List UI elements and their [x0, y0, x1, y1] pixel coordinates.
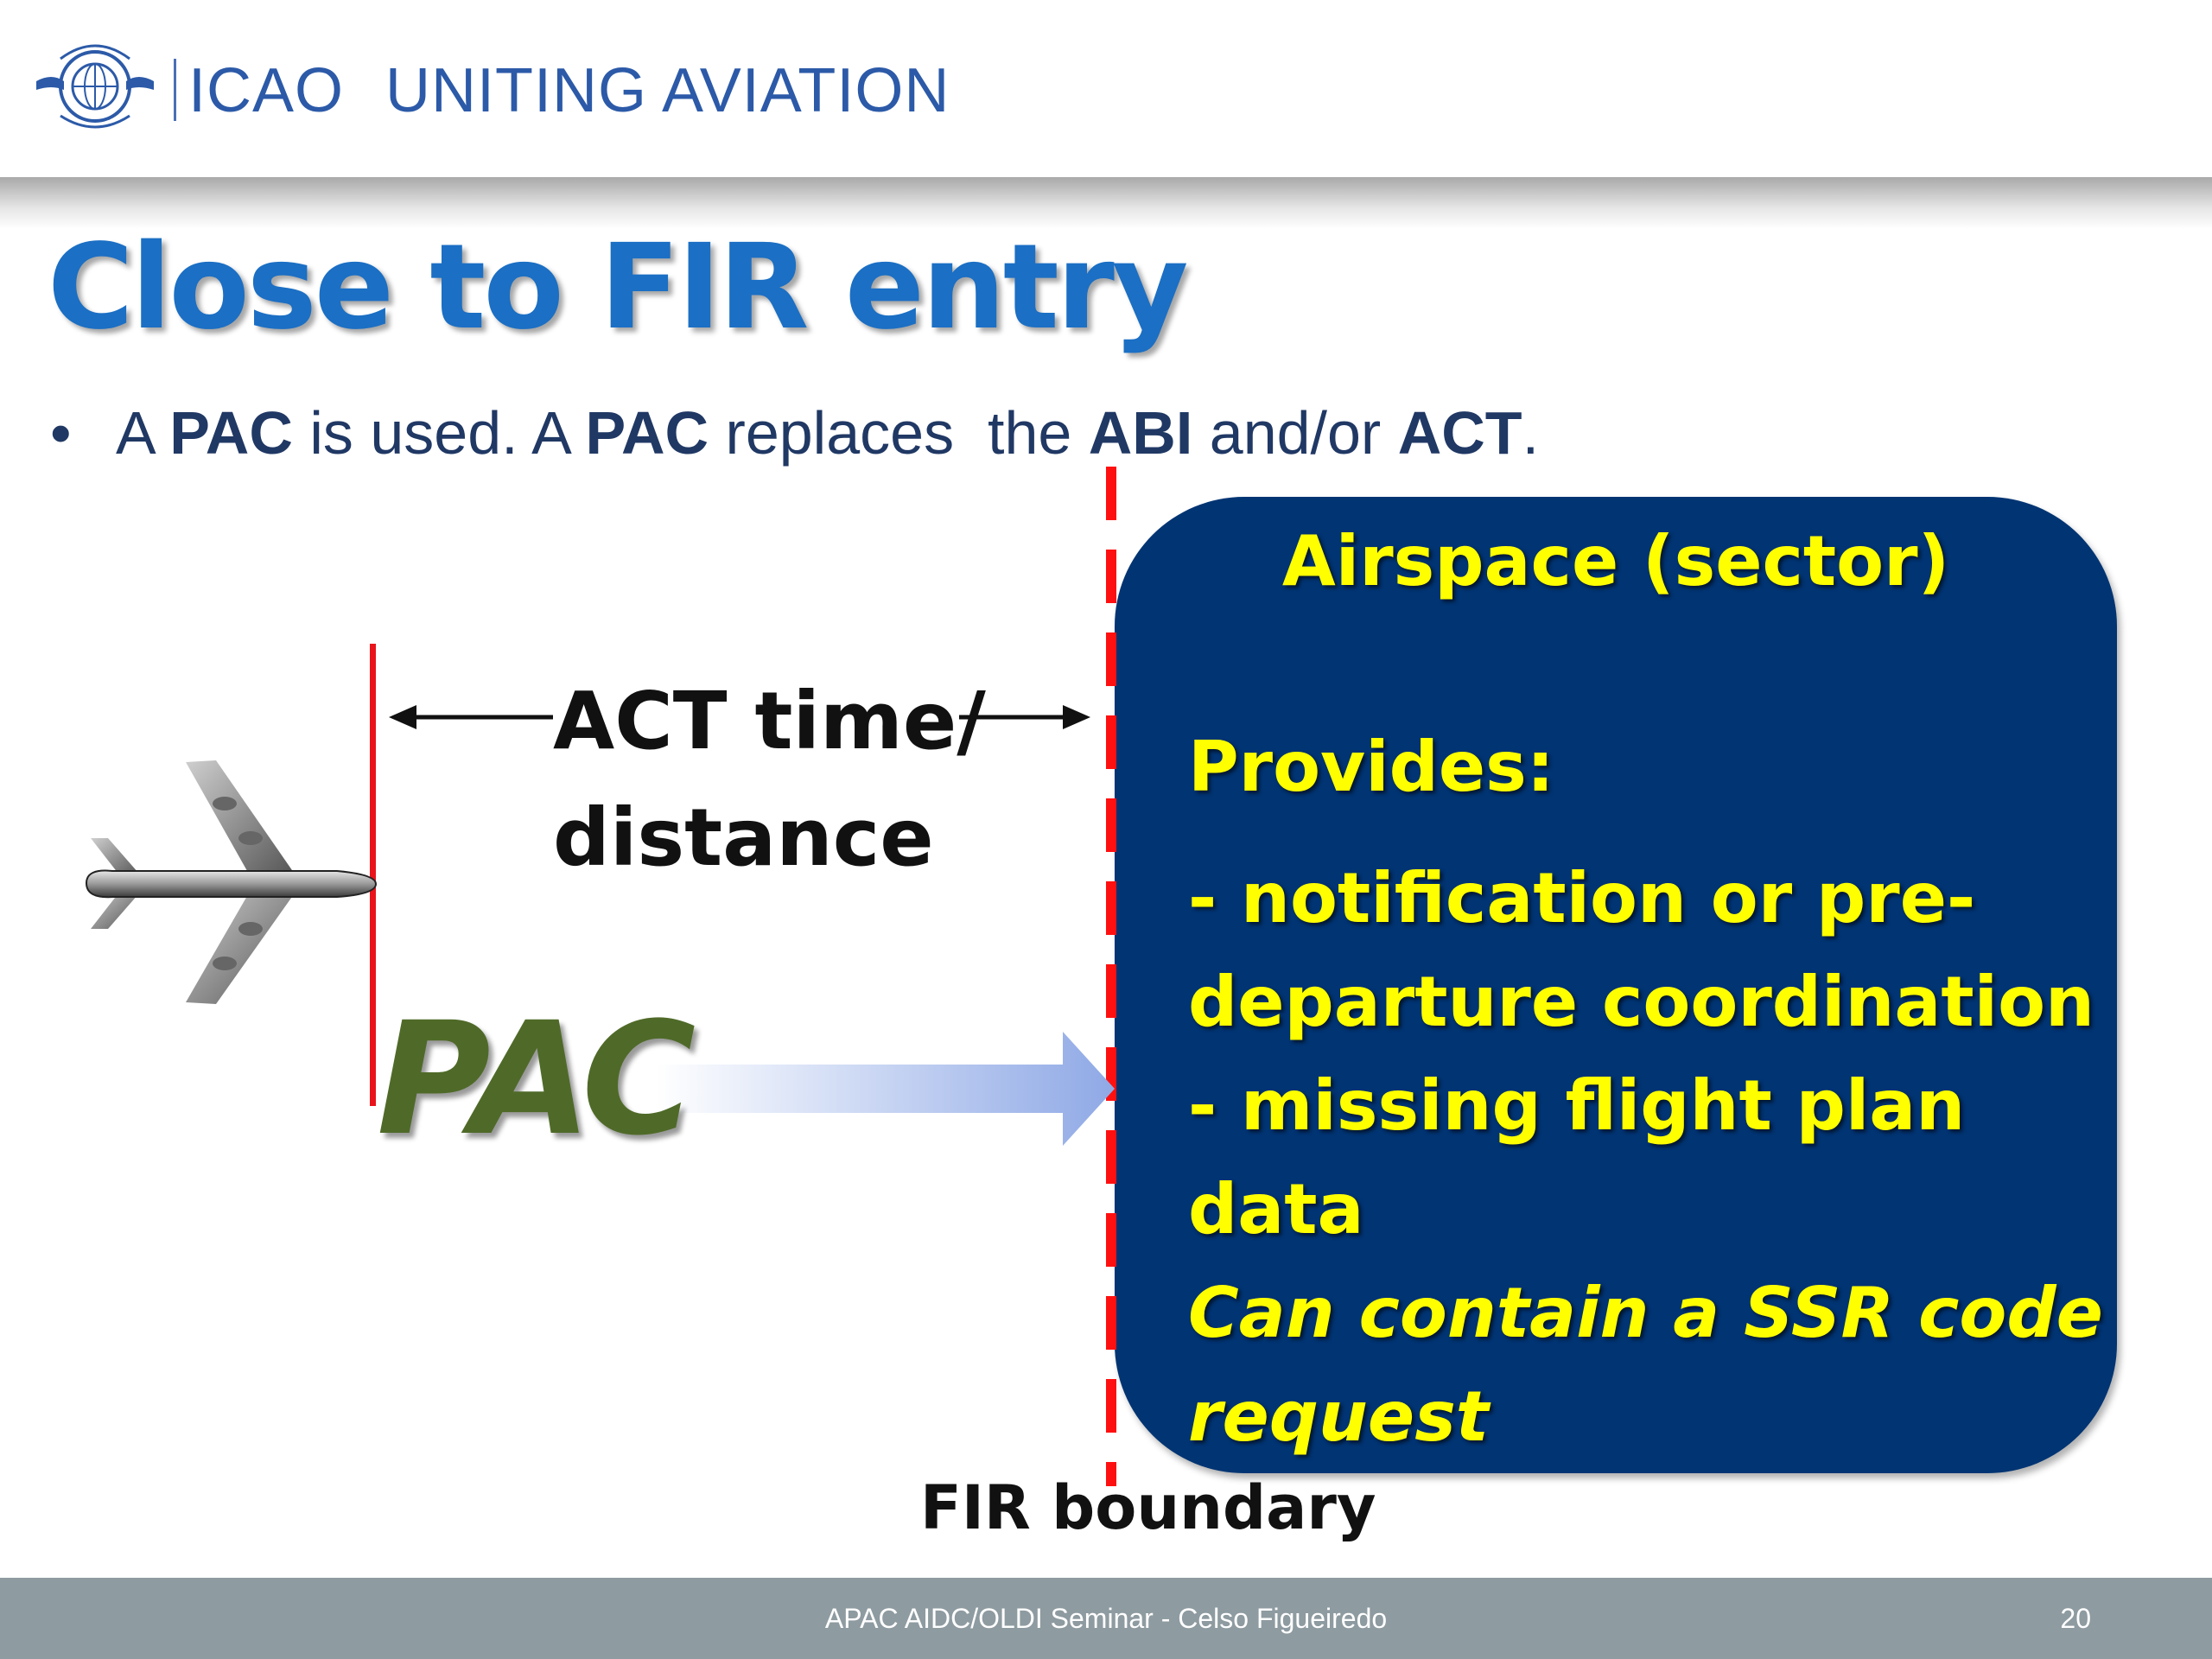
- right-arrow-icon: [959, 705, 1090, 729]
- left-arrow-icon: [389, 705, 553, 729]
- pac-arrow-icon: [657, 1032, 1115, 1146]
- header-shadow: [0, 177, 2212, 229]
- airspace-sector-box: [1115, 497, 2117, 1473]
- fir-boundary-label: FIR boundary: [920, 1472, 1376, 1543]
- sector-title: Airspace (sector): [1281, 521, 1950, 601]
- sector-line-4: data: [1188, 1169, 1364, 1249]
- sector-line-6: request: [1188, 1376, 1490, 1457]
- bullet-bold-pac-2: PAC: [585, 399, 709, 467]
- bullet-text-5: .: [1522, 399, 1540, 467]
- bullet-bold-pac: PAC: [169, 399, 293, 467]
- pac-label: PAC: [377, 989, 696, 1170]
- slide-footer: [0, 1578, 2212, 1659]
- tagline: UNITING AVIATION: [385, 56, 950, 125]
- footer-text: APAC AIDC/OLDI Seminar - Celso Figueired…: [824, 1603, 1388, 1634]
- act-label-line2: distance: [553, 791, 934, 884]
- sector-line-5: Can contain a SSR code: [1188, 1273, 2103, 1353]
- bullet-text-2: is used. A: [292, 399, 586, 467]
- bullet-text-3: replaces the: [709, 399, 1089, 467]
- sector-provides: Provides:: [1188, 727, 1554, 807]
- slide-header: [0, 0, 2212, 177]
- act-label-line1: ACT time/: [553, 675, 986, 767]
- logo-divider: [174, 59, 176, 121]
- bullet-bold-abi: ABI: [1088, 399, 1193, 467]
- bullet-text-4: and/or: [1192, 399, 1398, 467]
- act-threshold-line: [370, 644, 376, 1106]
- bullet-bold-act: ACT: [1397, 399, 1522, 467]
- fir-boundary-line: [1106, 467, 1116, 1486]
- bullet-dot-icon: •: [50, 399, 72, 467]
- sector-line-3: - missing flight plan: [1188, 1065, 1966, 1146]
- sector-line-1: - notification or pre-: [1188, 858, 1976, 938]
- org-name: ICAO: [188, 56, 345, 125]
- bullet-text-1: A: [116, 399, 170, 467]
- icao-logo-icon: [36, 44, 154, 129]
- sector-line-2: departure coordination: [1188, 962, 2094, 1042]
- slide-title: Close to FIR entry: [48, 219, 1189, 356]
- airplane-icon: [85, 760, 378, 1004]
- bullet-point: • A PAC is used. A PAC replaces the ABI a…: [50, 394, 1539, 472]
- page-number: 20: [2060, 1603, 2091, 1634]
